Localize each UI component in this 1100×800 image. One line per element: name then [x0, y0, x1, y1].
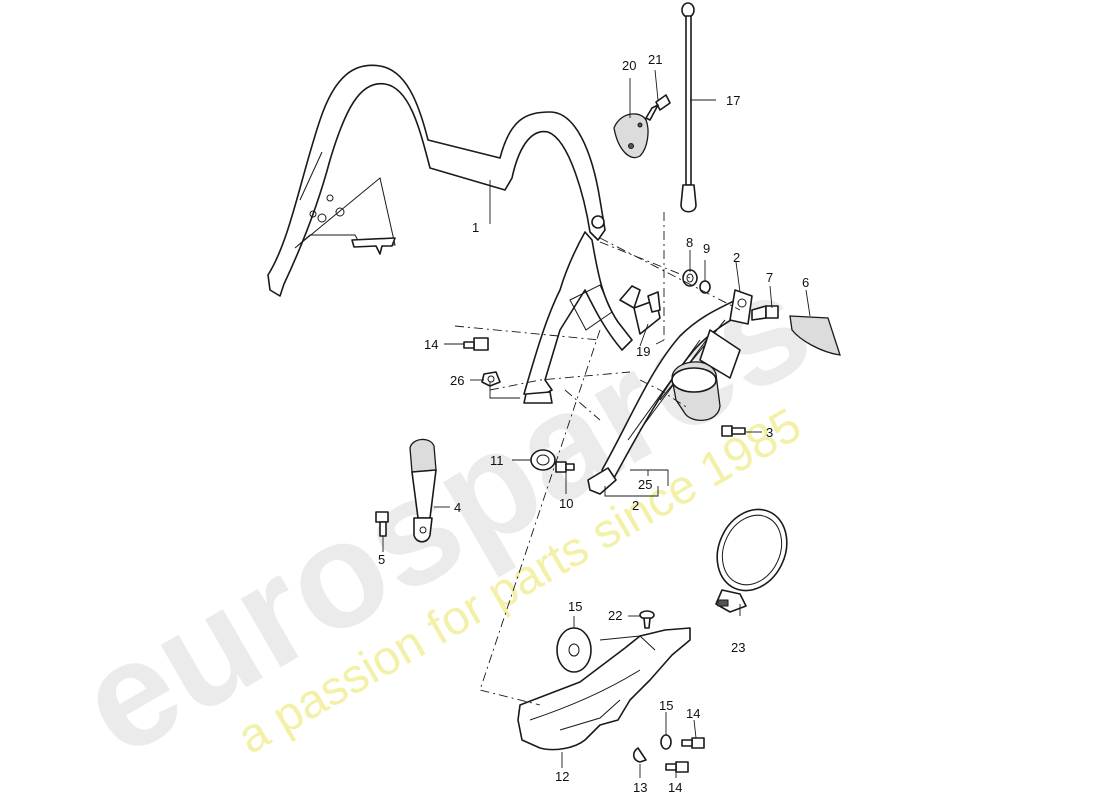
callout-5: 5: [378, 552, 385, 567]
assembly-lines: [454, 212, 741, 706]
callout-26: 26: [450, 373, 464, 388]
bracket-19[interactable]: [633, 291, 661, 335]
nut-26[interactable]: [481, 371, 501, 387]
cover-20[interactable]: [613, 113, 649, 159]
bolt-10[interactable]: [555, 461, 575, 473]
roll-bar[interactable]: [267, 64, 641, 404]
grommet-15-upper[interactable]: [556, 627, 592, 673]
callout-14-lower: 14: [668, 780, 682, 795]
bolt-14-right[interactable]: [681, 737, 705, 749]
callout-6: 6: [802, 275, 809, 290]
bolt-14-lower[interactable]: [665, 761, 689, 773]
callout-14-upper: 14: [424, 337, 438, 352]
callout-23: 23: [731, 640, 745, 655]
bolt-21[interactable]: [645, 94, 671, 121]
callout-8: 8: [686, 235, 693, 250]
trim-panel-12[interactable]: [517, 627, 691, 751]
callout-10: 10: [559, 496, 573, 511]
bolt-5[interactable]: [375, 511, 389, 537]
callout-17: 17: [726, 93, 740, 108]
callout-21: 21: [648, 52, 662, 67]
cap-11[interactable]: [530, 449, 556, 471]
screw-22[interactable]: [639, 610, 655, 629]
washer-15-lower[interactable]: [660, 734, 672, 750]
antenna-mast[interactable]: [680, 2, 697, 213]
bolt-3[interactable]: [721, 425, 746, 437]
cable-23[interactable]: [704, 498, 799, 613]
callout-19: 19: [636, 344, 650, 359]
callout-15-lower: 15: [659, 698, 673, 713]
callout-20: 20: [622, 58, 636, 73]
callout-14-right: 14: [686, 706, 700, 721]
trim-cap-6[interactable]: [789, 315, 841, 356]
callout-2-bottom: 2: [632, 498, 639, 513]
callout-4: 4: [454, 500, 461, 515]
callout-9: 9: [703, 241, 710, 256]
callout-11: 11: [490, 453, 504, 468]
callout-1: 1: [472, 220, 479, 235]
leader-lines: [382, 69, 811, 778]
callout-15-upper: 15: [568, 599, 582, 614]
bolt-14-upper[interactable]: [463, 337, 489, 351]
callout-3: 3: [766, 425, 773, 440]
callout-13: 13: [633, 780, 647, 795]
callout-12: 12: [555, 769, 569, 784]
washer-9[interactable]: [699, 280, 711, 294]
buckle-4[interactable]: [409, 438, 437, 543]
callout-22: 22: [608, 608, 622, 623]
callout-labels: 1 17 20 21 8 9 2 7 6 19 14 26 3 4 5 11 1…: [378, 52, 809, 795]
clip-13[interactable]: [632, 747, 647, 763]
bolt-7[interactable]: [751, 305, 779, 321]
callout-2-top: 2: [733, 250, 740, 265]
callout-7: 7: [766, 270, 773, 285]
callout-25: 25: [638, 477, 652, 492]
